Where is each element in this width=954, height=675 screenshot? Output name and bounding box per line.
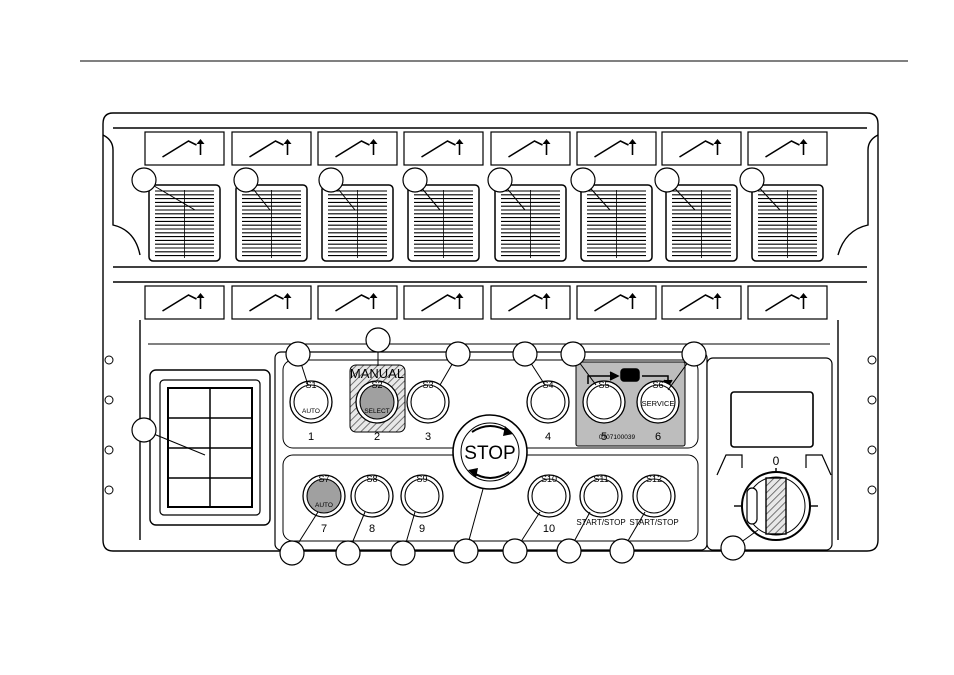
lever-bank xyxy=(149,185,823,261)
button-number: 9 xyxy=(419,523,425,535)
button-code-label: S6 xyxy=(652,380,663,390)
button-code-label: S9 xyxy=(416,474,427,484)
part-code: 0707100039 xyxy=(599,434,636,441)
joystick-lever-7[interactable] xyxy=(666,185,737,261)
rotate-gripper-icon xyxy=(491,132,570,165)
button-number: 7 xyxy=(321,523,327,535)
arm-retract-icon xyxy=(318,286,397,319)
key-switch-window xyxy=(731,392,813,447)
button-number: 2 xyxy=(374,431,380,443)
button-caption: SELECT xyxy=(364,408,389,415)
joystick-lever-1[interactable] xyxy=(149,185,220,261)
joystick-lever-4[interactable] xyxy=(408,185,479,261)
button-code-label: S3 xyxy=(422,380,433,390)
arm-extend-icon xyxy=(318,132,397,165)
button-number: 10 xyxy=(543,523,555,535)
bottom-function-icon-strip xyxy=(145,286,827,319)
key-switch-zero-label: 0 xyxy=(773,454,780,468)
joystick-lever-6[interactable] xyxy=(581,185,652,261)
lift-up-right-icon xyxy=(748,132,827,165)
button-number: 8 xyxy=(369,523,375,535)
button-number: 6 xyxy=(655,431,661,443)
stop-label: STOP xyxy=(464,443,515,464)
button-code-label: S12 xyxy=(646,474,662,484)
joystick-lever-3[interactable] xyxy=(322,185,393,261)
button-caption: START/STOP xyxy=(576,518,625,527)
button-number: 4 xyxy=(545,431,551,443)
lift-down-icon xyxy=(145,286,224,319)
emergency-stop-button[interactable]: STOP xyxy=(453,415,527,489)
lift-up-icon xyxy=(145,132,224,165)
button-code-label: S2 xyxy=(371,380,382,390)
button-code-label: S10 xyxy=(541,474,557,484)
key-slot xyxy=(766,478,786,534)
button-code-label: S11 xyxy=(593,474,608,484)
display-screen xyxy=(150,370,270,525)
boom-lower-icon xyxy=(232,286,311,319)
frame-tilt-icon xyxy=(577,132,656,165)
top-function-icon-strip xyxy=(145,132,827,165)
button-caption: AUTO xyxy=(302,408,320,415)
button-caption: SERVICE xyxy=(642,399,675,408)
gripper-close-icon xyxy=(491,286,570,319)
joystick-lever-5[interactable] xyxy=(495,185,566,261)
button-code-label: S4 xyxy=(542,380,553,390)
jib-up-icon xyxy=(404,132,483,165)
slew-icon xyxy=(662,132,741,165)
button-code-label: S7 xyxy=(318,474,329,484)
frame-tilt-back-icon xyxy=(577,286,656,319)
lift-down-right-icon xyxy=(748,286,827,319)
button-number: 3 xyxy=(425,431,431,443)
slew-back-icon xyxy=(662,286,741,319)
button-number: 1 xyxy=(308,431,314,443)
joystick-lever-2[interactable] xyxy=(236,185,307,261)
button-code-label: S8 xyxy=(366,474,377,484)
joystick-lever-8[interactable] xyxy=(752,185,823,261)
jib-down-icon xyxy=(404,286,483,319)
button-caption: AUTO xyxy=(315,502,333,509)
button-code-label: S5 xyxy=(598,380,609,390)
manual-header: MANUAL xyxy=(350,366,404,381)
boom-raise-icon xyxy=(232,132,311,165)
